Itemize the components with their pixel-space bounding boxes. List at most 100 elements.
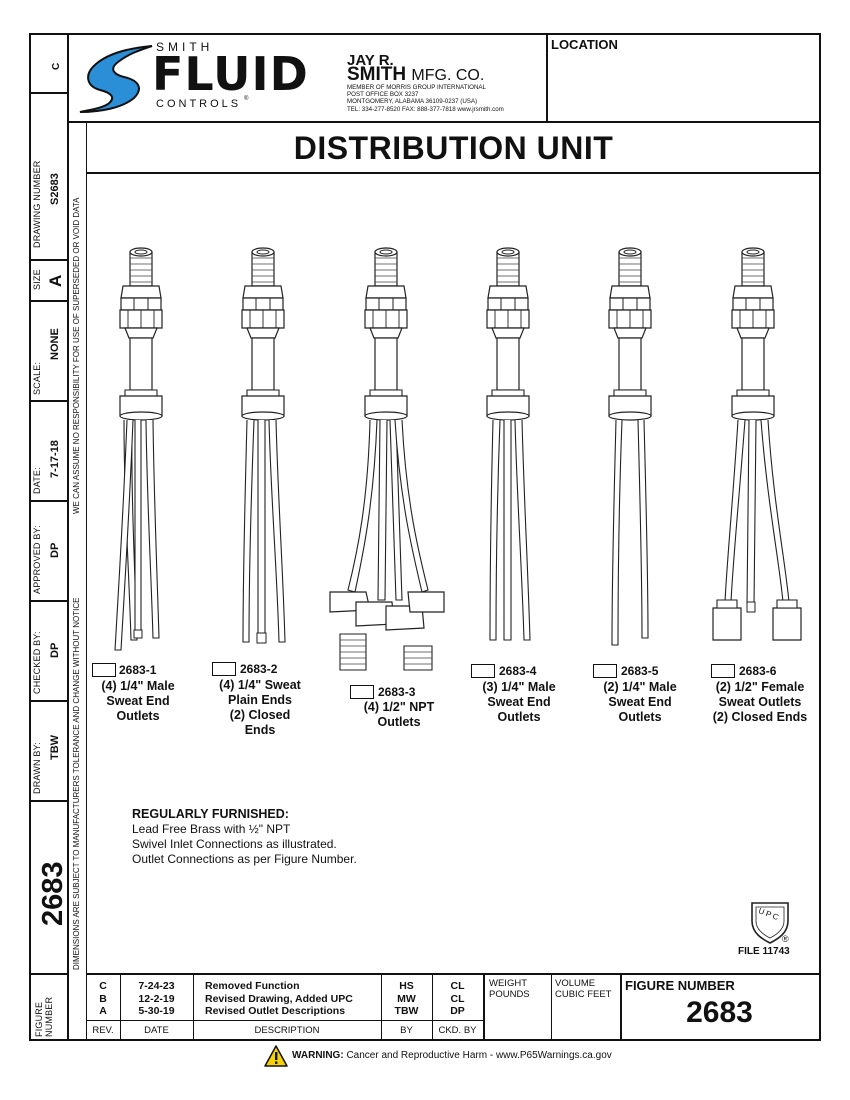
sidebar-line [29, 800, 67, 802]
unit-2683-3-drawing [329, 247, 445, 671]
scale-value: NONE [49, 328, 61, 360]
header-description: DESCRIPTION [254, 1025, 320, 1036]
drawn-by-label: DRAWN BY: [32, 742, 42, 794]
furnished-line: Swivel Inlet Connections as illustrated. [132, 837, 337, 851]
location-divider [546, 33, 548, 121]
revision-date: 5-30-19 [138, 1005, 175, 1017]
unit-2683-1-drawing [114, 247, 163, 651]
checked-by-label: CHECKED BY: [32, 631, 42, 694]
furnished-line: Outlet Connections as per Figure Number. [132, 852, 357, 866]
revision-date: 12-2-19 [138, 992, 175, 1005]
volume-line: VOLUME [555, 978, 596, 989]
sidebar-line [29, 259, 67, 261]
revision-rev: B [99, 992, 107, 1005]
size-label: SIZE [32, 269, 42, 290]
header-by: BY [400, 1025, 413, 1036]
header-rev: REV. [92, 1025, 114, 1036]
header-divider [67, 121, 821, 123]
revision-by: HS [399, 980, 414, 992]
revision-header-line [86, 1020, 483, 1021]
volume-col-line [620, 973, 622, 1041]
rev-col-line [120, 973, 121, 1041]
select-checkbox-2683-4[interactable] [471, 664, 495, 678]
by-col-line [432, 973, 433, 1041]
company-name-smith: SMITH [347, 64, 407, 85]
header-ckd: CKD. BY [438, 1025, 477, 1036]
model-caption-2683-1: (4) 1/4" Male Sweat End Outlets [101, 679, 175, 723]
revision-date-column: 7-24-23 12-2-19 5-30-19 [120, 980, 193, 1018]
revision-ckd-column: CL CL DP [432, 980, 483, 1018]
select-checkbox-2683-6[interactable] [711, 664, 735, 678]
revision-description: Removed Function [205, 980, 300, 992]
disclaimer-superseded: WE CAN ASSUME NO RESPONSIBILITY FOR USE … [72, 197, 81, 515]
unit-2683-2-drawing [241, 247, 286, 644]
revision-ckd: DP [450, 1005, 465, 1017]
figure-number-label: FIGURE NUMBER [625, 978, 735, 993]
upc-registered-mark: ® [782, 934, 789, 944]
approved-by-value: DP [49, 542, 61, 558]
model-caption-2683-6: (2) 1/2" Female Sweat Outlets (2) Closed… [712, 680, 808, 724]
checked-by-value: DP [49, 642, 61, 658]
model-number-2683-4: 2683-4 [499, 664, 537, 678]
figure-label: FIGURE [34, 1001, 44, 1037]
header-date: DATE [144, 1025, 169, 1036]
select-checkbox-2683-3[interactable] [350, 685, 374, 699]
model-caption-2683-4: (3) 1/4" Male Sweat End Outlets [482, 680, 556, 724]
desc-col-line [381, 973, 382, 1041]
unit-2683-5-drawing [608, 247, 652, 646]
figure-number-value: 2683 [686, 996, 753, 1029]
revision-date: 7-24-23 [138, 980, 175, 992]
company-name-line2: SMITH MFG. CO. [347, 64, 484, 86]
sidebar-line [29, 400, 67, 402]
warning-triangle-icon [264, 1045, 288, 1067]
disclaimer-divider [86, 121, 87, 1041]
company-name-suffix: MFG. CO. [411, 67, 485, 84]
select-checkbox-2683-1[interactable] [92, 663, 116, 677]
drawing-number-label: DRAWING NUMBER [32, 160, 42, 248]
address-line: MONTGOMERY, ALABAMA 36109-0237 (USA) [347, 98, 478, 106]
warning-bold: WARNING: [292, 1050, 344, 1061]
select-checkbox-2683-5[interactable] [593, 664, 617, 678]
revision-by: TBW [394, 1005, 419, 1017]
upc-shield-icon [751, 902, 789, 944]
sidebar-line [29, 500, 67, 502]
address-line: MEMBER OF MORRIS GROUP INTERNATIONAL [347, 84, 487, 91]
logo-bottom-text: CONTROLS [156, 98, 242, 110]
model-caption-2683-2: (4) 1/4" Sweat Plain Ends (2) Closed End… [219, 678, 301, 737]
revision-by: MW [397, 992, 416, 1005]
date-col-line [193, 973, 194, 1041]
revision-rev: C [99, 980, 107, 992]
date-value: 7-17-18 [49, 440, 61, 478]
select-checkbox-2683-2[interactable] [212, 662, 236, 676]
weight-units: POUNDS [489, 989, 530, 1000]
sidebar-divider [67, 33, 69, 1041]
sidebar-line [29, 600, 67, 602]
sidebar-line [29, 973, 67, 975]
drawing-frame [29, 33, 821, 1041]
unit-2683-4-drawing [486, 247, 531, 641]
sidebar-line [29, 300, 67, 302]
disclaimer-tolerance: DIMENSIONS ARE SUBJECT TO MANUFACTURERS … [72, 597, 81, 971]
revision-description-column: Removed Function Revised Drawing, Added … [205, 980, 353, 1018]
drawing-number: S2683 [49, 173, 61, 205]
revision-rev: A [99, 1005, 107, 1017]
model-caption-2683-5: (2) 1/4" Male Sweat End Outlets [603, 680, 677, 724]
revision-ckd: CL [450, 980, 465, 992]
page-title: DISTRIBUTION UNIT [293, 130, 614, 166]
sidebar-line [29, 700, 67, 702]
date-label: DATE: [32, 467, 42, 494]
address-line: POST OFFICE BOX 3237 [347, 91, 419, 99]
warning-message: Cancer and Reproductive Harm - www.P65Wa… [346, 1050, 612, 1061]
furnished-line: Lead Free Brass with ½" NPT [132, 822, 291, 836]
size-value: A [46, 274, 65, 287]
volume-label: VOLUME CUBIC FEET [555, 978, 611, 1000]
weight-line: WEIGHT [489, 978, 527, 989]
weight-col-line [551, 973, 552, 1041]
warning-text: WARNING: Cancer and Reproductive Harm - … [292, 1050, 612, 1061]
title-divider [86, 172, 821, 174]
logo-registered: ® [244, 96, 249, 102]
smith-swoosh-logo [79, 45, 153, 113]
number-label: NUMBER [44, 996, 54, 1037]
model-number-2683-2: 2683-2 [240, 662, 278, 676]
drawn-by-value: TBW [49, 734, 61, 760]
